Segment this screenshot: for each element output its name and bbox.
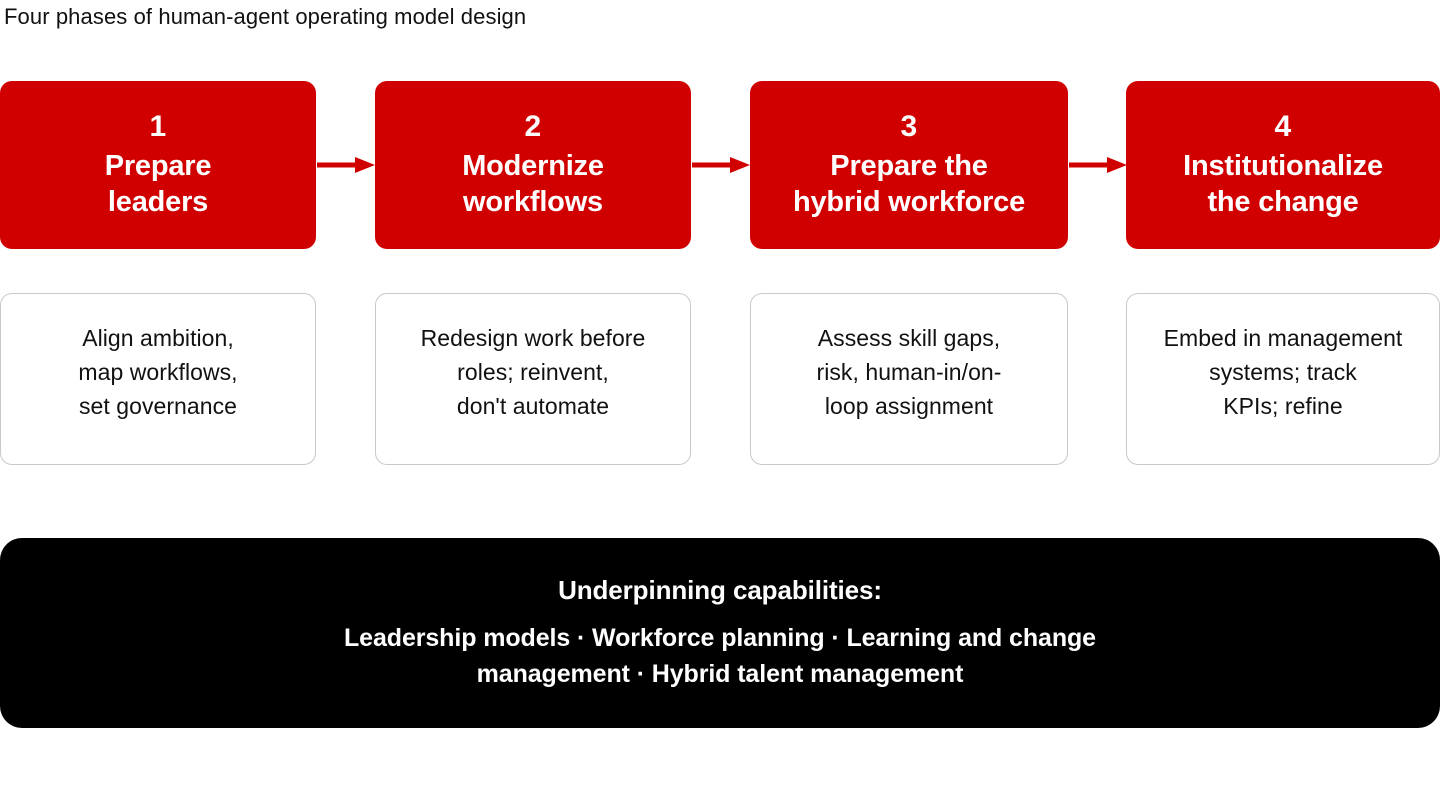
description-text-2: Redesign work before roles; reinvent, do… xyxy=(420,325,646,419)
phase-box-3[interactable]: 3 Prepare the hybrid workforce xyxy=(750,81,1068,249)
description-box-3: Assess skill gaps, risk, human-in/on- lo… xyxy=(750,293,1068,465)
description-text-4: Embed in management systems; track KPIs;… xyxy=(1163,325,1403,419)
description-box-2: Redesign work before roles; reinvent, do… xyxy=(375,293,691,465)
phase-box-4[interactable]: 4 Institutionalize the change xyxy=(1126,81,1440,249)
underpinning-capabilities-banner: Underpinning capabilities: Leadership mo… xyxy=(0,538,1440,728)
description-box-1: Align ambition, map workflows, set gover… xyxy=(0,293,316,465)
arrow-phase-2-to-3-icon xyxy=(692,156,750,174)
description-box-4: Embed in management systems; track KPIs;… xyxy=(1126,293,1440,465)
description-text-1: Align ambition, map workflows, set gover… xyxy=(78,325,238,419)
phase-number-2: 2 xyxy=(524,110,542,143)
phase-title-2: Modernize workflows xyxy=(462,150,604,218)
phase-number-1: 1 xyxy=(149,110,167,143)
arrow-phase-1-to-2-icon xyxy=(317,156,375,174)
arrow-phase-3-to-4-icon xyxy=(1069,156,1127,174)
phase-title-1: Prepare leaders xyxy=(104,150,212,218)
phase-box-2[interactable]: 2 Modernize workflows xyxy=(375,81,691,249)
phase-title-3: Prepare the hybrid workforce xyxy=(792,150,1026,218)
description-text-3: Assess skill gaps, risk, human-in/on- lo… xyxy=(816,325,1002,419)
banner-heading: Underpinning capabilities: xyxy=(558,575,882,605)
banner-body: Leadership models · Workforce planning ·… xyxy=(344,624,1096,688)
description-row: Align ambition, map workflows, set gover… xyxy=(0,293,1440,465)
phase-title-4: Institutionalize the change xyxy=(1183,150,1383,218)
phase-number-4: 4 xyxy=(1274,110,1292,143)
phase-number-3: 3 xyxy=(900,110,918,143)
phase-box-1[interactable]: 1 Prepare leaders xyxy=(0,81,316,249)
page-title: Four phases of human-agent operating mod… xyxy=(4,4,527,29)
phase-row: 1 Prepare leaders 2 Modernize workflows … xyxy=(0,81,1440,249)
